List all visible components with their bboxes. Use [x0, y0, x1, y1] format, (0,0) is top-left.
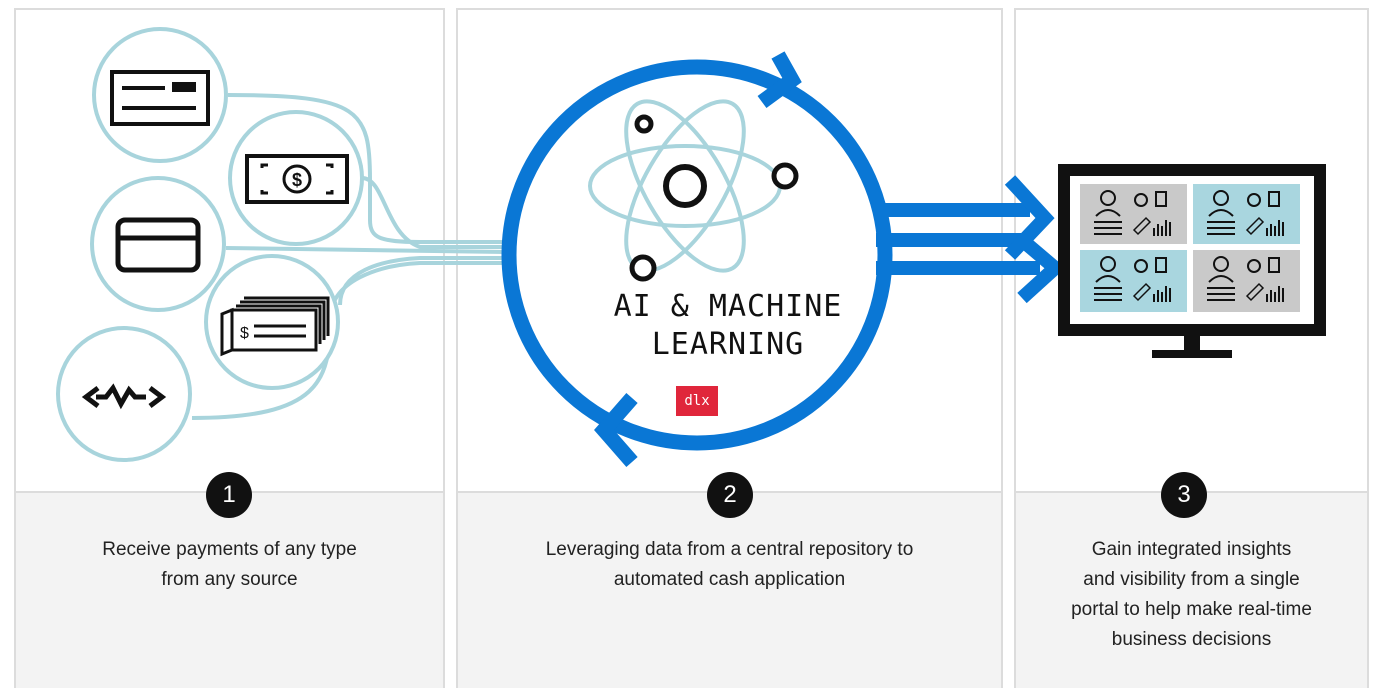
ai-title-line-1: AI & MACHINE [613, 289, 843, 324]
step-3-caption-line: business decisions [1111, 629, 1272, 650]
step-3-caption: Gain integrated insights and visibility … [1016, 535, 1367, 655]
step-3-caption-line: portal to help make real-time [1071, 599, 1312, 620]
dashboard-tile [1193, 250, 1300, 312]
step-2-caption-line: Leveraging data from a central repositor… [545, 539, 914, 560]
cash-icon: $ [245, 154, 349, 204]
step-1-caption-line: Receive payments of any type [102, 539, 357, 560]
checkbook-icon: $ [220, 296, 330, 357]
electronic-payment-icon [81, 383, 167, 410]
dashboard-tile [1193, 184, 1300, 244]
step-3-caption-line: Gain integrated insights [1091, 539, 1292, 560]
step-2-badge: 2 [707, 472, 753, 518]
dashboard-tile [1080, 250, 1187, 312]
dashboard-tile [1080, 184, 1187, 244]
check-circle [92, 27, 228, 163]
ai-title-line-2: LEARNING [651, 327, 805, 362]
dlx-logo: dlx [676, 386, 718, 416]
svg-text:$: $ [292, 170, 302, 190]
credit-card-icon [115, 217, 201, 273]
step-2-caption-line: automated cash application [613, 569, 846, 590]
step-3-caption-line: and visibility from a single [1083, 569, 1300, 590]
ai-cycle-ring [501, 51, 893, 467]
step-3-badge: 3 [1161, 472, 1207, 518]
step-1-caption: Receive payments of any type from any so… [16, 535, 443, 595]
svg-text:$: $ [240, 325, 249, 342]
ai-ml-title: AI & MACHINE LEARNING [548, 288, 908, 364]
credit-card-circle [90, 176, 226, 312]
cycle-arrow-top-icon [757, 51, 802, 109]
atom-icon [588, 99, 799, 282]
monitor-icon [1058, 164, 1326, 358]
output-arrows-icon [876, 175, 1066, 304]
step-1-caption-line: from any source [161, 569, 298, 590]
step-1-footer [16, 491, 443, 688]
cash-circle [228, 110, 364, 246]
cycle-arrow-bottom-icon [594, 393, 638, 467]
step-2-caption: Leveraging data from a central repositor… [458, 535, 1001, 595]
step-2-footer [458, 491, 1001, 688]
step-1-badge: 1 [206, 472, 252, 518]
check-icon [110, 70, 210, 126]
